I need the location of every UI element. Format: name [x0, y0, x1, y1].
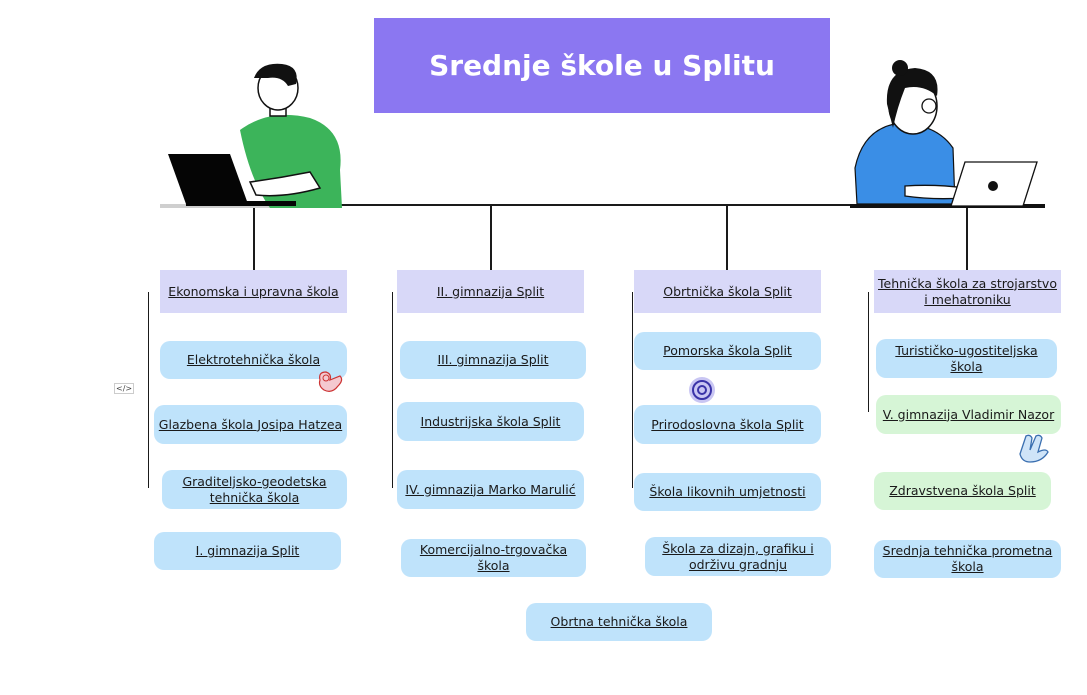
connector-col1 — [253, 206, 255, 270]
diagram-title: Srednje škole u Splitu — [374, 18, 830, 113]
column-2-item-2[interactable]: Industrijska škola Split — [397, 402, 584, 441]
column-4-item-1[interactable]: Turističko-ugostiteljska škola — [876, 339, 1057, 378]
column-3-extra[interactable]: Škola za dizajn, grafiku i održivu gradn… — [645, 537, 831, 576]
bracket-col3 — [632, 292, 633, 488]
bracket-col4 — [868, 292, 869, 412]
ok-hand-icon — [318, 371, 343, 392]
column-2-extra[interactable]: Komercijalno-trgovačka škola — [401, 539, 586, 577]
column-1-header[interactable]: Ekonomska i upravna škola — [160, 270, 347, 313]
column-1-extra[interactable]: I. gimnazija Split — [154, 532, 341, 570]
column-2-header[interactable]: II. gimnazija Split — [397, 270, 584, 313]
column-1-item-2[interactable]: Glazbena škola Josipa Hatzea — [154, 405, 347, 444]
column-3-item-2[interactable]: Prirodoslovna škola Split — [634, 405, 821, 444]
column-4-extra-1[interactable]: Zdravstvena škola Split — [874, 472, 1051, 510]
column-1-item-1[interactable]: Elektrotehnička škola — [160, 341, 347, 379]
column-2-item-1[interactable]: III. gimnazija Split — [400, 341, 586, 379]
bracket-col1 — [148, 292, 149, 488]
high-five-icon — [1019, 434, 1049, 463]
connector-col2-top — [490, 204, 728, 206]
woman-with-laptop-illustration — [850, 60, 1045, 208]
column-2-item-3[interactable]: IV. gimnazija Marko Marulić — [397, 470, 584, 509]
at-sign-icon — [689, 377, 715, 403]
bottom-item[interactable]: Obrtna tehnička škola — [526, 603, 712, 641]
man-with-laptop-illustration — [160, 63, 342, 208]
column-4-extra-2[interactable]: Srednja tehnička prometna škola — [874, 540, 1061, 578]
column-3-item-3[interactable]: Škola likovnih umjetnosti — [634, 473, 821, 511]
column-4-item-2[interactable]: V. gimnazija Vladimir Nazor — [876, 395, 1061, 434]
column-1-item-3[interactable]: Graditeljsko-geodetska tehnička škola — [162, 470, 347, 509]
connector-col2 — [490, 204, 492, 270]
connector-col4 — [966, 206, 968, 270]
connector-col3 — [726, 204, 728, 270]
column-3-item-1[interactable]: Pomorska škola Split — [634, 332, 821, 370]
bracket-col2 — [392, 292, 393, 488]
column-4-header[interactable]: Tehnička škola za strojarstvo i mehatron… — [874, 270, 1061, 313]
code-icon[interactable]: </> — [114, 383, 135, 394]
column-3-header[interactable]: Obrtnička škola Split — [634, 270, 821, 313]
